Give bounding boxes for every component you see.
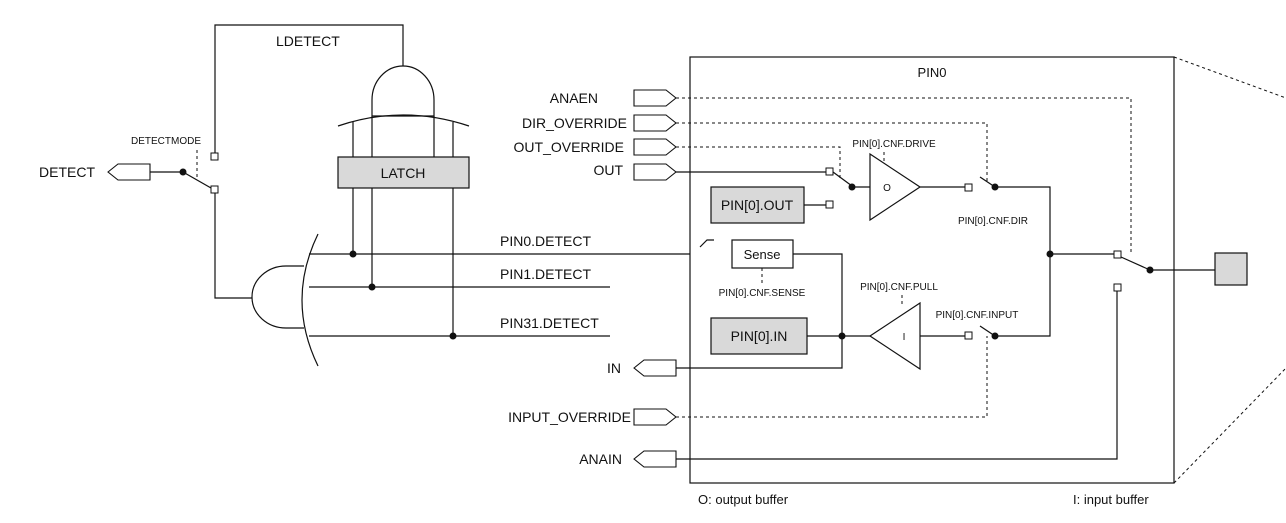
anaen-port [633,89,677,107]
cnf-sense-label: PIN[0].CNF.SENSE [719,288,806,299]
pin0-title: PIN0 [918,65,947,80]
detect-port [107,163,151,181]
output-buffer-letter: O [883,183,891,194]
pin31-detect-label: PIN31.DETECT [500,315,599,331]
anain-label: ANAIN [579,451,622,467]
anaen-label: ANAEN [550,90,598,106]
or-gate-input-bar [301,233,319,367]
out-override-label: OUT_OVERRIDE [514,139,624,155]
dir-override-label: DIR_OVERRIDE [522,115,627,131]
sense-edge-symbol [699,239,714,248]
detectmode-label: DETECTMODE [131,136,201,147]
pin-out-register [710,186,805,224]
cnf-input-label: PIN[0].CNF.INPUT [936,310,1019,321]
input-buffer-letter: I [903,332,906,343]
ldetect-wire [214,24,404,153]
dir-override-control [676,122,988,182]
pin0-block [689,56,1175,484]
pin0-detect-label: PIN0.DETECT [500,233,591,249]
latch-label: LATCH [381,165,426,181]
in-port [633,359,677,377]
out-override-port [633,138,677,156]
zoom-line-top [1173,56,1286,99]
analog-switch [1120,256,1151,271]
or-gate [251,265,304,329]
pin-in-register-label: PIN[0].IN [731,328,788,344]
dir-override-port [633,114,677,132]
cnf-pull-label: PIN[0].CNF.PULL [860,282,938,293]
detectmode-switch [182,171,212,189]
anain-port [633,450,677,468]
in-label: IN [607,360,621,376]
and-gate [371,65,435,117]
sense-label: Sense [744,247,781,262]
pin-pad [1214,252,1248,286]
out-label: OUT [593,162,623,178]
anaen-control [676,97,1132,254]
ldetect-label: LDETECT [276,33,340,49]
pin-out-register-label: PIN[0].OUT [721,197,794,213]
output-buffer [869,152,922,222]
cnf-drive-label: PIN[0].CNF.DRIVE [852,139,936,150]
latch-block [337,156,470,189]
legend-input-buffer: I: input buffer [1073,492,1149,507]
detect-label: DETECT [39,164,95,180]
pin1-detect-label: PIN1.DETECT [500,266,591,282]
detectmode-contact-bottom [210,185,219,194]
input-override-control [676,336,988,418]
input-override-label: INPUT_OVERRIDE [508,409,631,425]
legend-output-buffer: O: output buffer [698,492,789,507]
out-port [633,163,677,181]
zoom-line-bottom [1173,367,1286,484]
pin-in-register [710,317,808,355]
input-override-port [633,408,677,426]
and-gate-input-bar [337,114,470,127]
cnf-dir-label: PIN[0].CNF.DIR [958,216,1028,227]
out-override-control [676,146,841,180]
sense-block [731,239,794,269]
detectmode-contact-top [210,152,219,161]
